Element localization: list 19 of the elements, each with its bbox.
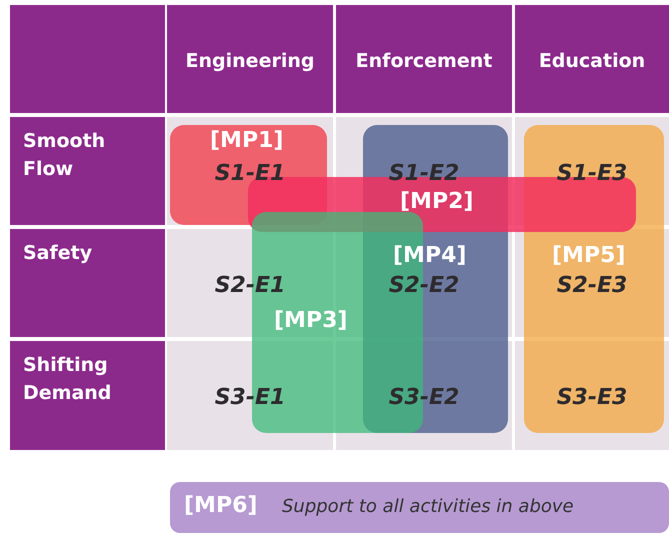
cell-code: S3-E2 bbox=[388, 385, 460, 410]
cell-code: S1-E1 bbox=[214, 161, 286, 186]
row-header: Safety bbox=[23, 241, 94, 266]
column-header: Engineering bbox=[184, 50, 316, 72]
group-code: [MP4] bbox=[393, 243, 466, 268]
column-header: Enforcement bbox=[354, 50, 494, 72]
cell-code: S2-E3 bbox=[556, 273, 628, 298]
group-code: [MP2] bbox=[400, 189, 474, 214]
note-bar bbox=[170, 482, 669, 533]
row-header: Shifting Demand bbox=[23, 353, 112, 406]
note-text: Support to all activities in above bbox=[282, 496, 574, 517]
group-code: [MP3] bbox=[274, 308, 348, 333]
row-header: Smooth Flow bbox=[23, 129, 106, 182]
column-header: Education bbox=[538, 50, 646, 72]
cell-code: S3-E3 bbox=[556, 385, 628, 410]
cell-code: S2-E2 bbox=[388, 273, 460, 298]
group-code: [MP5] bbox=[552, 243, 626, 268]
group-code: [MP6] bbox=[184, 493, 258, 518]
group-code: [MP1] bbox=[210, 128, 284, 153]
